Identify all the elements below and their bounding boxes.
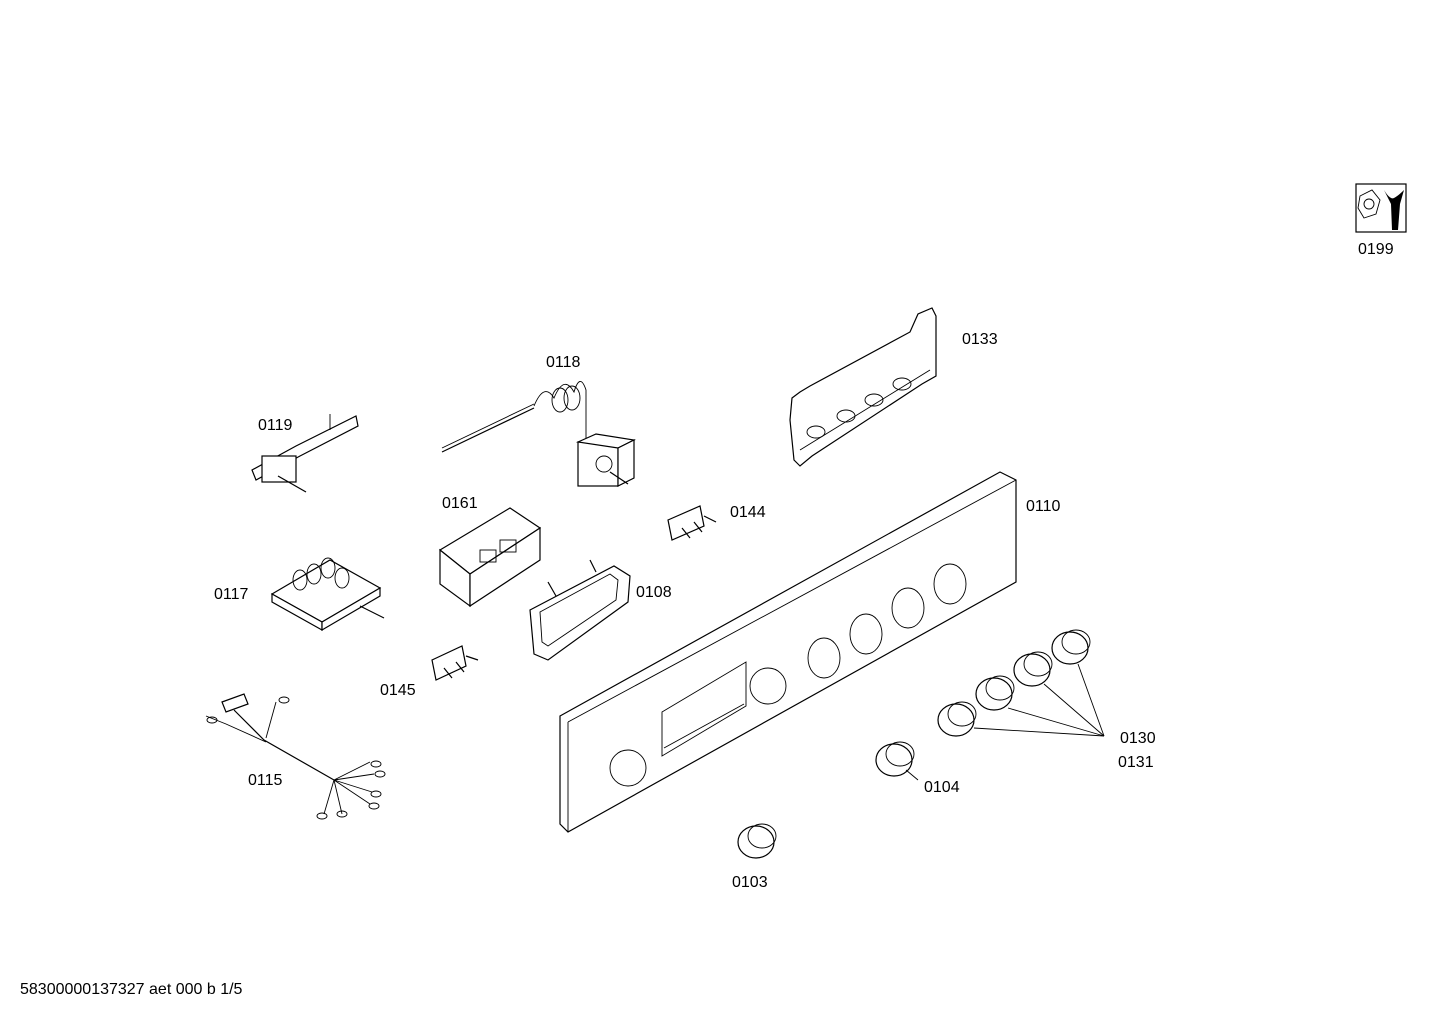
document-footer-code: 58300000137327 aet 000 b 1/5	[20, 981, 243, 998]
part-0104-knob	[875, 741, 919, 781]
label-0130: 0130	[1120, 730, 1156, 747]
label-0110: 0110	[1026, 498, 1061, 515]
label-0144: 0144	[730, 504, 766, 521]
part-0130-knobs	[937, 629, 1105, 737]
label-0145: 0145	[380, 682, 416, 699]
part-0161-module	[438, 507, 542, 608]
label-0131: 0131	[1118, 754, 1154, 771]
label-0199: 0199	[1358, 241, 1394, 258]
label-0117: 0117	[214, 586, 249, 603]
label-0104: 0104	[924, 779, 960, 796]
label-0119: 0119	[258, 417, 293, 434]
label-0161: 0161	[442, 495, 478, 512]
label-0103: 0103	[732, 874, 768, 891]
part-0145-clip	[431, 645, 479, 681]
label-0108: 0108	[636, 584, 672, 601]
part-0133-bracket	[789, 307, 937, 467]
tool-wrench-icon	[1355, 183, 1407, 233]
part-0117-selector	[270, 557, 385, 632]
label-0115: 0115	[248, 772, 283, 789]
part-0118-thermostat	[441, 381, 636, 487]
label-0133: 0133	[962, 331, 998, 348]
part-0110-fascia	[559, 471, 1017, 833]
part-0115-harness	[205, 693, 386, 820]
part-0108-frame	[529, 559, 631, 661]
part-0119-switch	[251, 414, 359, 493]
label-0118: 0118	[546, 354, 581, 371]
part-0103-knob	[737, 823, 777, 859]
part-0144-clip	[667, 505, 717, 541]
